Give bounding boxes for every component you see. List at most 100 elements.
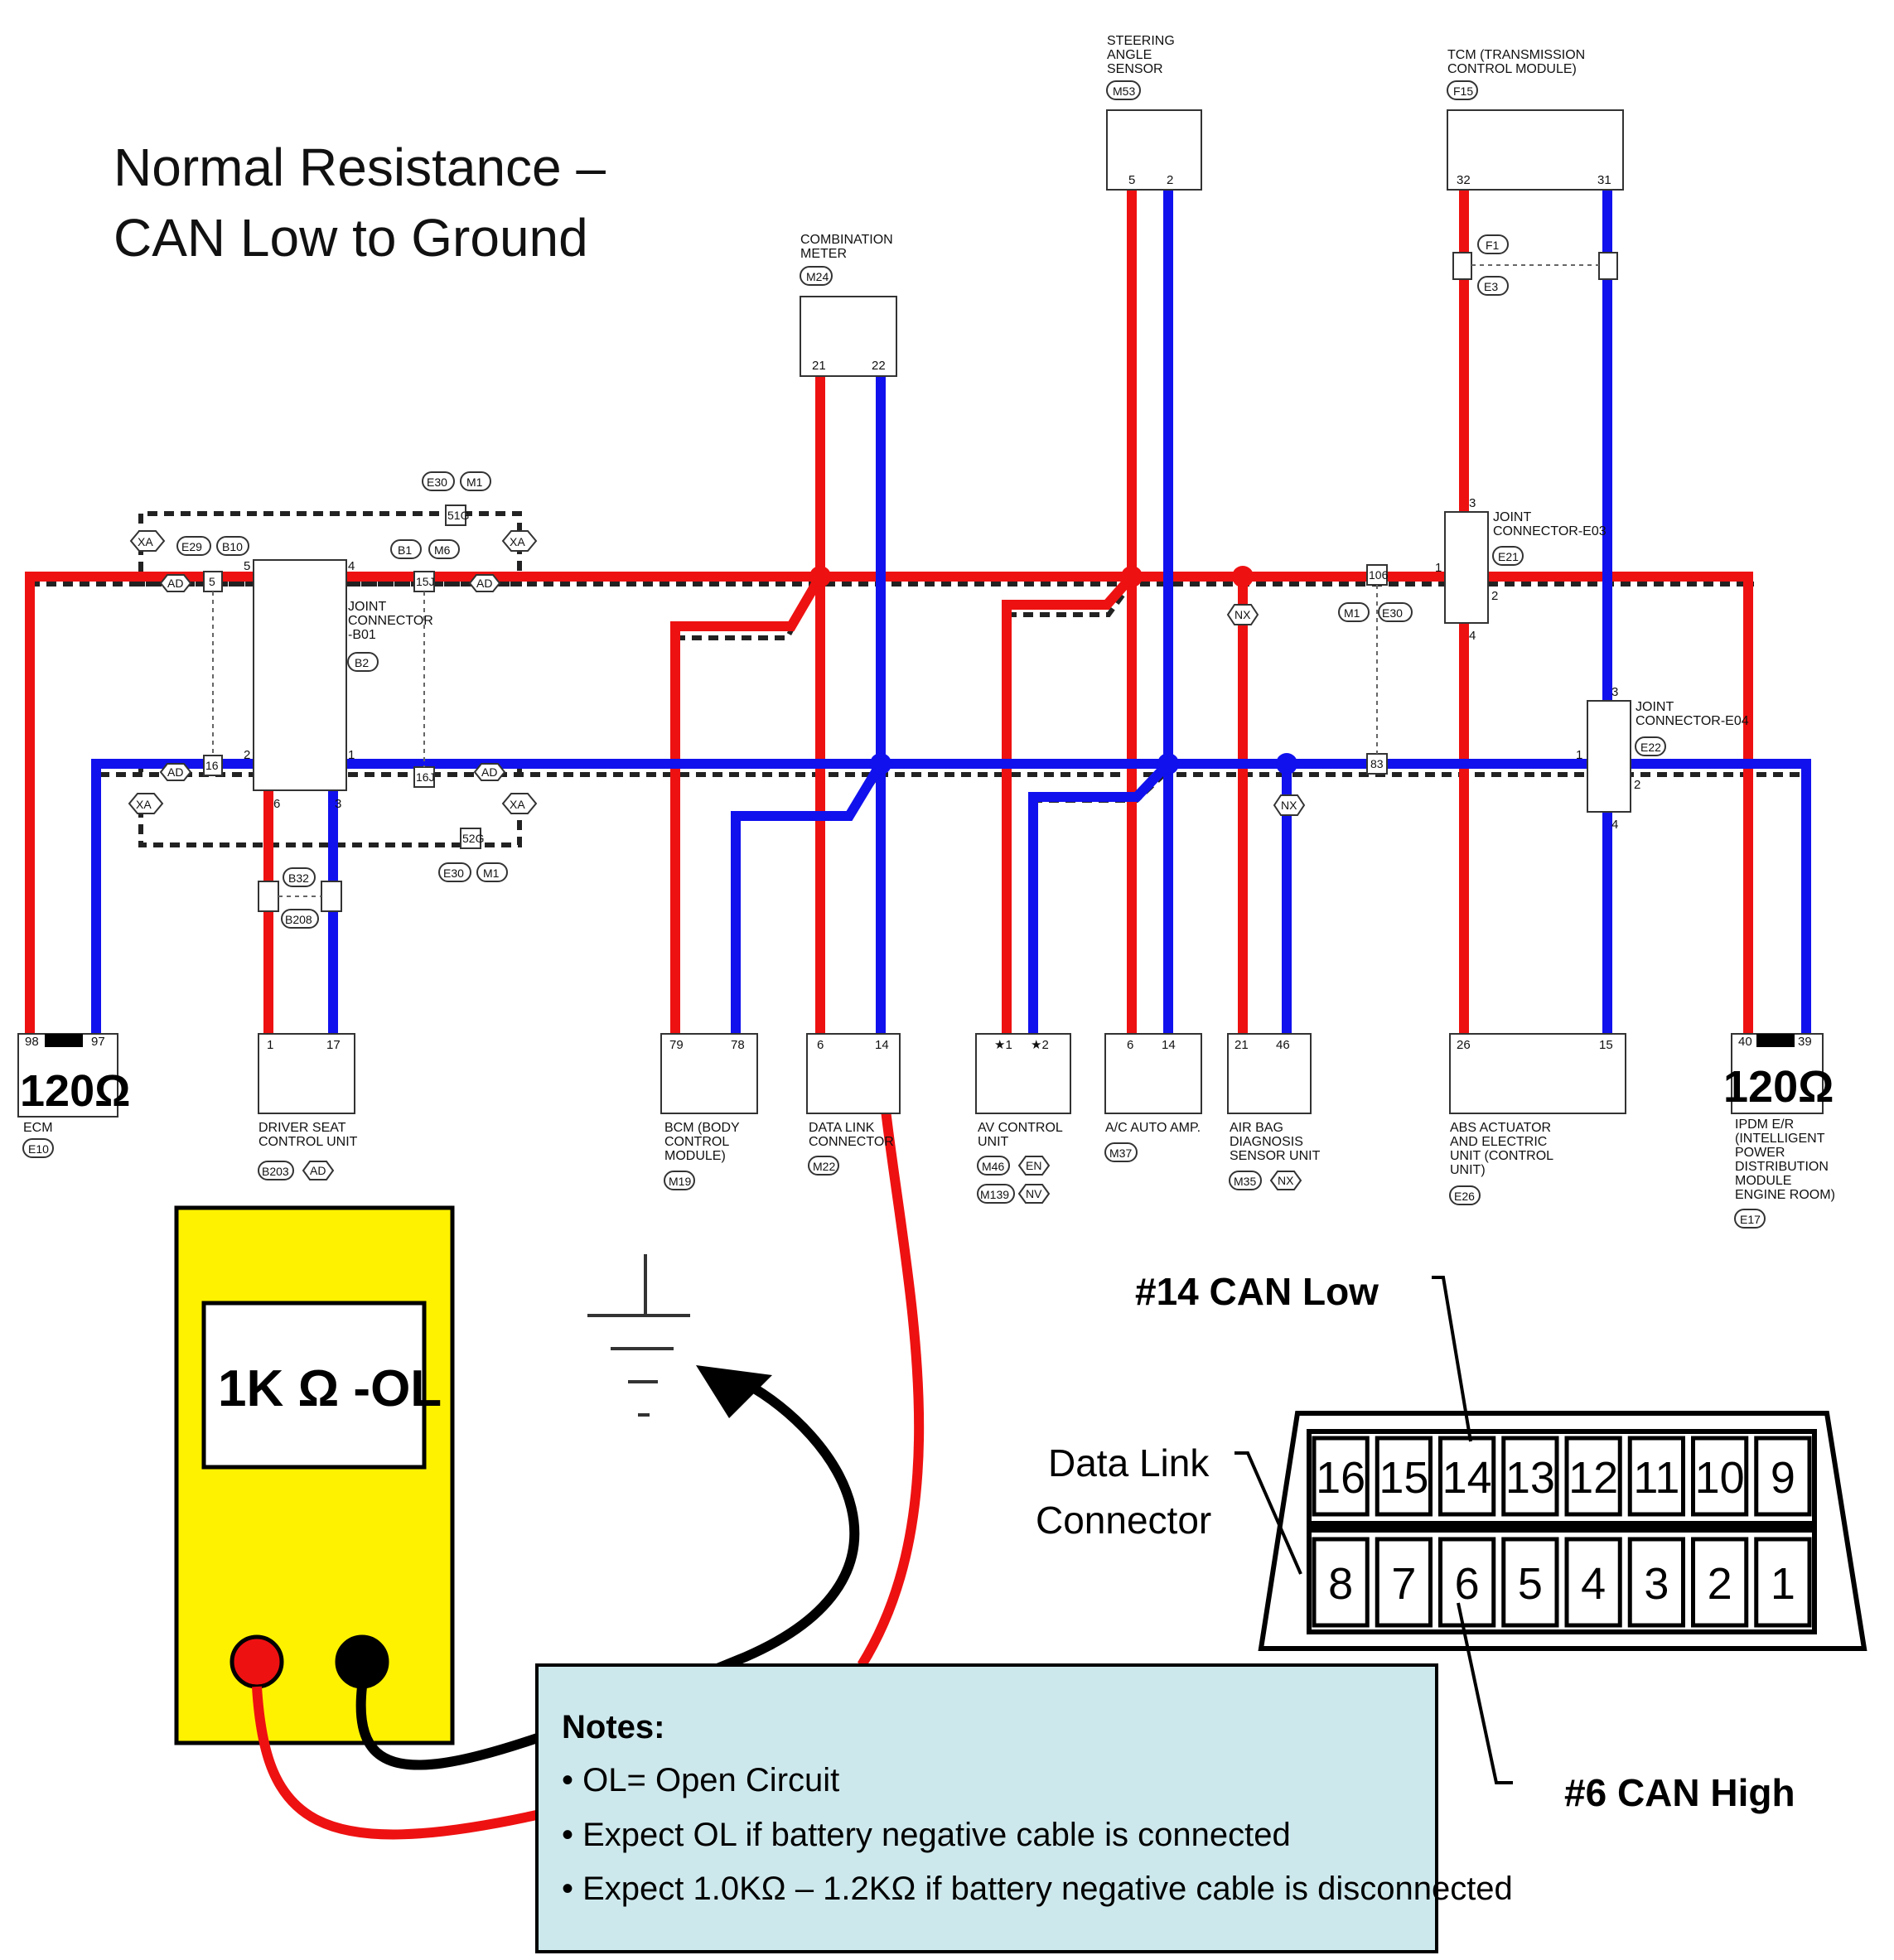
dlc-pin-cell [1691, 1537, 1749, 1628]
dlc-pin-label: 6 [1455, 1559, 1480, 1609]
ecm-module: 98 97 120Ω ECM E10 [17, 1033, 130, 1158]
svg-text:3: 3 [335, 797, 341, 811]
svg-text:AND ELECTRIC: AND ELECTRIC [1450, 1135, 1547, 1149]
svg-text:E22: E22 [1640, 741, 1661, 754]
joint-connector-e03: JOINT CONNECTOR-E03 E21 3 1 2 4 [1435, 496, 1607, 643]
svg-text:AD: AD [481, 765, 497, 779]
svg-text:2: 2 [1634, 778, 1640, 792]
dlc-pin-cell [1754, 1436, 1812, 1517]
driver-seat-control-unit: 1 17 DRIVER SEAT CONTROL UNIT B203 AD [258, 1033, 358, 1180]
svg-text:39: 39 [1798, 1035, 1812, 1049]
svg-text:SENSOR UNIT: SENSOR UNIT [1230, 1149, 1321, 1163]
svg-text:E30: E30 [1382, 606, 1403, 620]
svg-text:MODULE: MODULE [1735, 1174, 1791, 1188]
svg-text:21: 21 [812, 359, 826, 373]
svg-text:B10: B10 [222, 540, 243, 553]
svg-text:M1: M1 [1344, 606, 1360, 620]
harness-connector-tags: E30 M1 51G XA XA XA XA E29 B10 B1 M6 AD … [128, 471, 1413, 929]
meter-red-jack [230, 1634, 284, 1689]
svg-text:14: 14 [1162, 1038, 1176, 1052]
dlc-pin-label: 12 [1568, 1453, 1618, 1503]
svg-text:E30: E30 [427, 476, 447, 489]
meter-black-jack [335, 1634, 389, 1689]
svg-text:M139: M139 [980, 1188, 1009, 1201]
dlc-pin-label: 11 [1633, 1453, 1679, 1503]
combination-meter: COMBINATION METER M24 21 22 [800, 233, 897, 377]
dlc-pin-label: 4 [1581, 1559, 1606, 1609]
dlc-label-2: Connector [1036, 1499, 1211, 1542]
svg-text:22: 22 [872, 359, 886, 373]
svg-text:AD: AD [167, 765, 183, 779]
ecm-termination-resistance: 120Ω [20, 1066, 130, 1116]
dlc-pin-cell [1691, 1436, 1749, 1517]
dlc-pin-label: 10 [1695, 1453, 1745, 1503]
ground-symbol [587, 1254, 690, 1417]
svg-text:2: 2 [1167, 173, 1173, 187]
svg-text:M1: M1 [466, 476, 483, 489]
svg-text:F15: F15 [1453, 84, 1473, 98]
av-control-unit: ★1 ★2 AV CONTROL UNIT M46 EN M139 NV [975, 1033, 1071, 1204]
dlc-label-1: Data Link [1048, 1441, 1210, 1484]
dlc-pin-label: 2 [1708, 1559, 1732, 1609]
dlc-pin-label: 13 [1505, 1453, 1555, 1503]
dlc-pin-label: 3 [1644, 1559, 1669, 1609]
dlc-pin-cell [1375, 1537, 1433, 1628]
dlc-pin-label: 7 [1391, 1559, 1416, 1609]
dlc-pin-cell [1312, 1537, 1370, 1628]
dlc-pin-label: 8 [1328, 1559, 1353, 1609]
svg-text:UNIT: UNIT [978, 1135, 1009, 1149]
svg-text:DATA LINK: DATA LINK [809, 1121, 875, 1135]
svg-text:6: 6 [273, 797, 280, 811]
svg-text:AD: AD [310, 1164, 326, 1177]
svg-text:XA: XA [138, 535, 153, 548]
svg-text:NX: NX [1234, 608, 1251, 621]
notes-item-3: • Expect 1.0KΩ – 1.2KΩ if battery negati… [562, 1871, 1513, 1907]
ipdm-termination-resistance: 120Ω [1723, 1062, 1834, 1112]
svg-text:IPDM E/R: IPDM E/R [1735, 1118, 1794, 1132]
svg-text:E21: E21 [1498, 550, 1519, 563]
meter-leads [252, 1365, 860, 1840]
dlc-pin-label: 1 [1771, 1559, 1795, 1609]
svg-text:E3: E3 [1484, 280, 1498, 293]
dlc-pin-label: 16 [1316, 1453, 1365, 1503]
notes-box: Notes: • OL= Open Circuit • Expect OL if… [535, 1663, 1513, 1953]
tcm-module: TCM (TRANSMISSION CONTROL MODULE) F15 32… [1447, 48, 1624, 296]
abs-actuator-control-unit: 26 15 ABS ACTUATOR AND ELECTRIC UNIT (CO… [1449, 1033, 1626, 1205]
svg-text:52G: 52G [462, 832, 484, 845]
svg-text:1: 1 [1576, 748, 1582, 762]
title-line-2: CAN Low to Ground [114, 208, 588, 268]
svg-text:106: 106 [1369, 568, 1389, 582]
svg-text:4: 4 [348, 559, 355, 573]
svg-text:★2: ★2 [1031, 1038, 1049, 1052]
svg-text:ECM: ECM [23, 1121, 53, 1135]
svg-text:M46: M46 [982, 1160, 1004, 1173]
svg-text:B32: B32 [288, 871, 309, 885]
svg-text:XA: XA [510, 535, 525, 548]
svg-text:JOINT: JOINT [348, 600, 386, 614]
svg-text:POWER: POWER [1735, 1146, 1785, 1160]
svg-text:AD: AD [476, 577, 492, 590]
svg-text:40: 40 [1738, 1035, 1752, 1049]
svg-text:CONTROL: CONTROL [664, 1135, 729, 1149]
svg-text:CONTROL MODULE): CONTROL MODULE) [1447, 62, 1577, 76]
svg-text:NV: NV [1026, 1187, 1042, 1200]
notes-item-2: • Expect OL if battery negative cable is… [562, 1817, 1291, 1853]
svg-text:F1: F1 [1486, 239, 1500, 252]
dlc-pin-cell [1754, 1537, 1812, 1628]
dlc-pin-cell [1627, 1537, 1685, 1628]
svg-text:26: 26 [1457, 1038, 1471, 1052]
svg-text:4: 4 [1469, 629, 1476, 643]
svg-text:(INTELLIGENT: (INTELLIGENT [1735, 1132, 1825, 1146]
svg-text:M19: M19 [669, 1175, 691, 1188]
multimeter: 1K Ω -OL [174, 1205, 455, 1745]
svg-text:83: 83 [1370, 757, 1384, 770]
svg-text:5: 5 [1128, 173, 1135, 187]
dlc-pin-cell [1564, 1436, 1622, 1517]
steering-angle-sensor: STEERING ANGLE SENSOR M53 5 2 [1106, 34, 1202, 191]
svg-text:E29: E29 [181, 540, 202, 553]
svg-text:6: 6 [1127, 1038, 1133, 1052]
svg-text:4: 4 [1611, 818, 1618, 832]
svg-text:COMBINATION: COMBINATION [800, 233, 893, 247]
svg-text:SENSOR: SENSOR [1107, 62, 1163, 76]
